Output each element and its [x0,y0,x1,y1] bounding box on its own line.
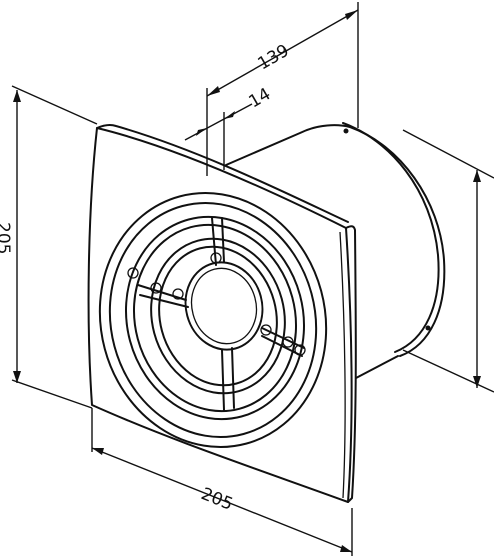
dimension-205-height: 205 [0,85,98,409]
center-hub [184,261,264,351]
dimension-label-205-width: 205 [198,484,236,515]
dimension-139: 139 [206,2,359,176]
grille-spokes [127,217,306,411]
motor-housing [225,122,446,379]
front-panel [87,123,357,503]
dimension-150: 150 [402,129,494,393]
dimension-label-150: 150 [492,272,494,304]
grille-rings [98,192,328,448]
dimension-14: 14 [184,84,275,170]
dimension-label-14: 14 [246,84,275,112]
dimension-label-139: 139 [255,41,293,75]
dimension-205-width: 205 [91,408,353,556]
dimension-label-205-height: 205 [0,222,13,254]
